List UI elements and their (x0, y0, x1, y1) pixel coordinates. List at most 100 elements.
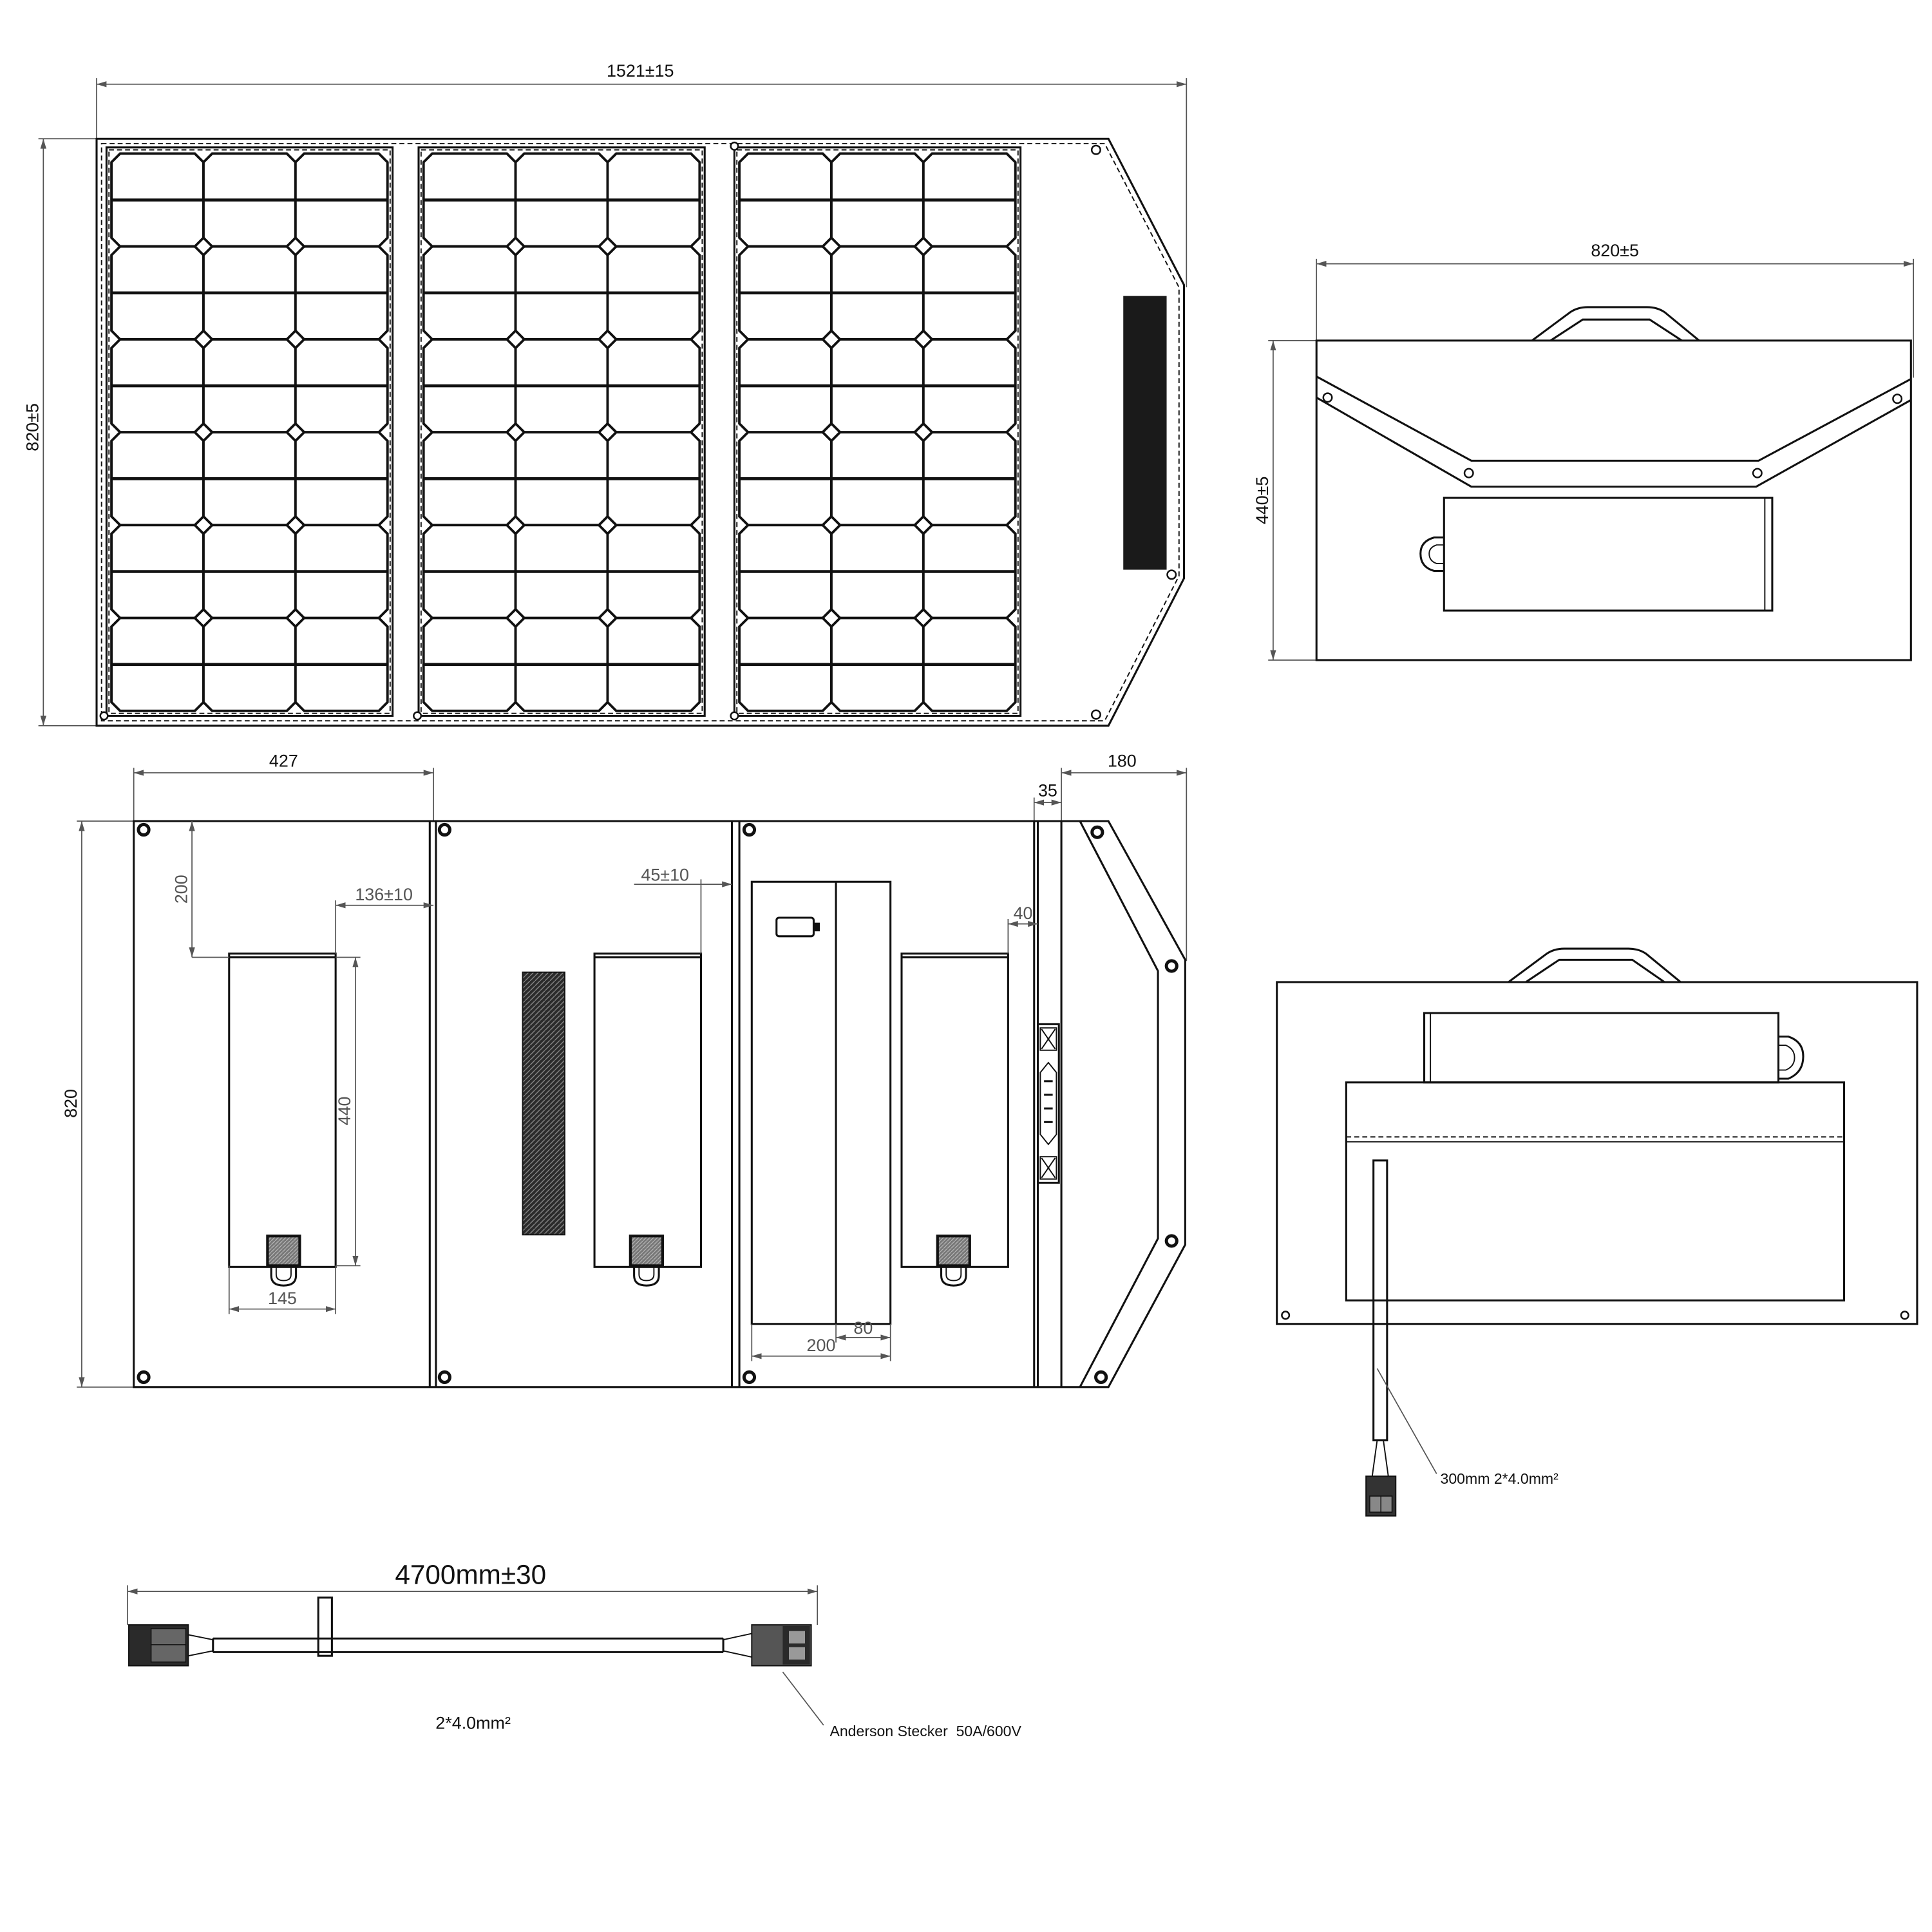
pocket-tab (266, 1235, 301, 1267)
pull-loop (633, 1265, 660, 1287)
dim-label-divider-width: 35 (1038, 781, 1057, 800)
dim-back-divider-width: 35 (1033, 781, 1062, 821)
dim-label-controller-divider: 80 (853, 1318, 873, 1338)
solar-cell-array (110, 152, 1017, 712)
junction-box-housing (1037, 1023, 1060, 1184)
grommet-icon (1090, 144, 1101, 155)
dim-overall-width: 1521±15 (96, 61, 1188, 288)
grommet-icon (730, 711, 739, 721)
connector-label: Anderson Stecker 50A/600V (829, 1723, 1021, 1739)
dim-back-flap-width: 180 (1061, 751, 1188, 961)
dim-back-height: 820 (61, 820, 134, 1388)
cable-wire (188, 1634, 213, 1641)
pull-loop-inner (945, 1265, 962, 1282)
grommet-icon (1281, 1311, 1291, 1320)
cable-length-label: 4700mm±30 (395, 1560, 546, 1590)
grommet-icon (99, 711, 109, 721)
grommet-icon (730, 141, 739, 151)
pocket-tab (936, 1235, 971, 1267)
dim-label-pocket3-offset: 40 (1013, 904, 1032, 923)
cross-icon (1041, 1157, 1056, 1179)
pull-loop-inner (638, 1265, 655, 1282)
back-outline (133, 820, 1186, 1388)
dim-folded-width: 820±5 (1316, 241, 1915, 378)
dim-label-pocket-top-offset: 200 (171, 875, 191, 904)
folded-body (1315, 339, 1912, 661)
grommet-icon (137, 822, 151, 837)
grommet-icon (1164, 1234, 1179, 1248)
right-anderson-connector (723, 1624, 824, 1726)
dim-label-folded-width: 820±5 (1591, 241, 1639, 260)
dim-label-pocket-side-offset: 136±10 (355, 885, 413, 904)
dim-label-pocket-height: 440 (335, 1097, 354, 1126)
carry-handle (1531, 306, 1700, 342)
left-anderson-connector (128, 1624, 213, 1667)
connector-body (150, 1628, 187, 1663)
back-pocket-2 (593, 952, 702, 1287)
dim-controller-width: 200 (751, 1323, 891, 1361)
dim-label-panel-width: 427 (269, 751, 298, 770)
panel-frame-1 (105, 146, 394, 717)
flap-band (1079, 820, 1159, 1388)
cross-icon (1041, 1028, 1056, 1050)
grommet-icon (1892, 393, 1903, 404)
closing-flap-edge (1316, 375, 1912, 462)
controller-housing (750, 880, 892, 1325)
carry-handle (1508, 947, 1681, 983)
grommet-icon (1166, 569, 1177, 580)
panel-frame-1-stitching (108, 149, 391, 714)
grommet-icon (1322, 392, 1333, 403)
folded-back-view: 300mm 2*4.0mm² (1276, 947, 1918, 1517)
leader-line (782, 1671, 824, 1726)
dim-label-folded-height: 440±5 (1253, 477, 1272, 525)
grommet-icon (413, 711, 422, 721)
cable-gauge-label: 2*4.0mm² (435, 1714, 511, 1733)
lead-wire (1371, 1440, 1378, 1477)
pull-loop (940, 1265, 967, 1287)
grommet-icon (1463, 468, 1474, 478)
diode-housing (1039, 1061, 1057, 1146)
panel-frame-3 (733, 146, 1022, 717)
output-lead: 300mm 2*4.0mm² (1365, 1159, 1559, 1517)
velcro-strip (1123, 296, 1167, 570)
dim-pocket-height: 440 (335, 956, 361, 1267)
panel-frame-2-stitching (420, 149, 703, 714)
dim-controller-divider: 80 (835, 1318, 891, 1343)
lead-label: 300mm 2*4.0mm² (1441, 1470, 1559, 1487)
grommet-icon (137, 1370, 151, 1385)
pull-loop (270, 1265, 298, 1287)
dim-pocket2-offset: 45±10 (634, 865, 732, 954)
dim-pocket-width: 145 (228, 1265, 337, 1314)
panel-stitching (100, 143, 1180, 722)
grommet-icon (1900, 1311, 1909, 1320)
dim-label-back-height: 820 (61, 1089, 80, 1118)
pocket-loop-inner (1778, 1045, 1795, 1071)
storage-pocket (1345, 1081, 1845, 1302)
grommet-icon (1164, 959, 1179, 973)
pocket-outline (228, 952, 337, 1268)
dim-label-overall-width: 1521±15 (607, 61, 674, 80)
battery-icon (775, 916, 815, 938)
pocket-tab (629, 1235, 664, 1267)
pull-loop-inner (275, 1265, 292, 1282)
front-pocket (1443, 497, 1774, 612)
grommet-icon (437, 822, 451, 837)
top-pocket (1423, 1012, 1780, 1084)
closing-flap-edge (1316, 396, 1912, 488)
grommet-icon (437, 1370, 451, 1385)
grommet-icon (742, 1370, 757, 1385)
dim-overall-height: 820±5 (23, 138, 99, 726)
extension-cable: 4700mm±30 2*4.0mm² Anderson Stecker 50A/… (127, 1560, 1022, 1739)
folded-front-view: 820±5 440±5 (1253, 241, 1915, 661)
dim-folded-height: 440±5 (1253, 339, 1317, 661)
cable-wire (723, 1650, 752, 1658)
dim-label-flap-width: 180 (1108, 751, 1137, 770)
carry-handle-inner (1525, 958, 1665, 983)
dim-pocket-side-offset: 136±10 (335, 885, 434, 954)
grommet-icon (1090, 825, 1104, 839)
lead-cable (1372, 1159, 1388, 1442)
cable-tag (317, 1596, 333, 1657)
pocket-outline (593, 952, 702, 1268)
cable-wire (188, 1650, 213, 1657)
